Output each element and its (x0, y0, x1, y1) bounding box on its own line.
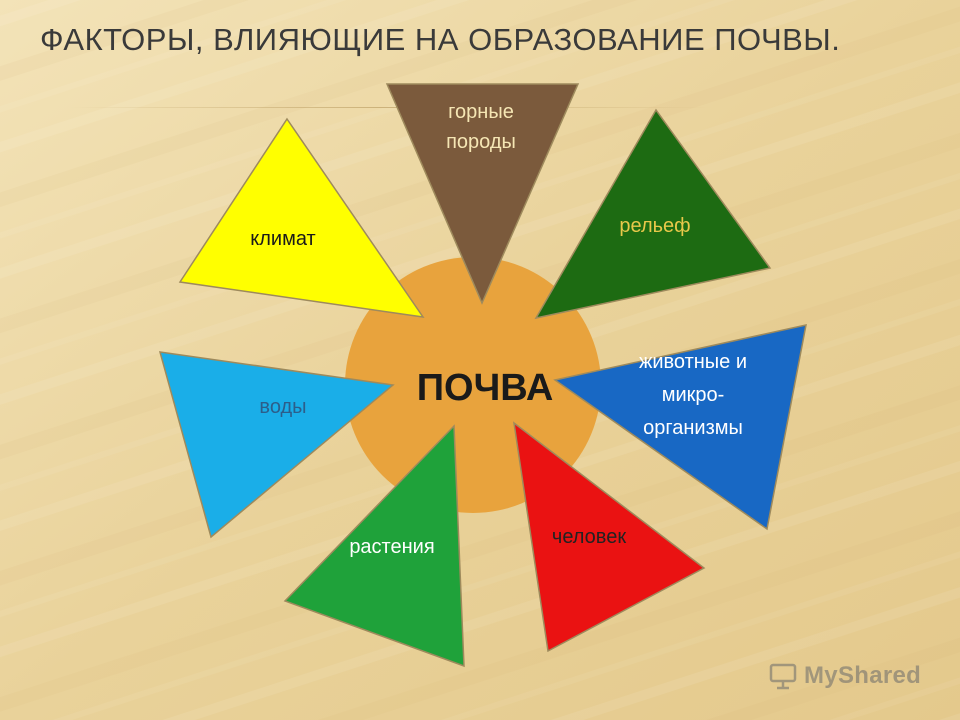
factor-label-relief: рельеф (619, 215, 690, 237)
factor-triangle-animals (553, 324, 807, 531)
factor-triangle-relief (534, 108, 772, 320)
factor-label-animals: животные и (639, 351, 747, 373)
factor-triangle-plants (283, 424, 465, 668)
factor-label-plants: растения (349, 536, 434, 558)
factor-label-human: человек (552, 526, 626, 548)
factor-label-waters: воды (259, 396, 306, 418)
factor-triangle-rocks (385, 83, 580, 305)
factor-triangle-waters (158, 351, 395, 539)
soil-label: ПОЧВА (417, 367, 554, 409)
presentation-board-icon (769, 663, 797, 690)
factor-label-rocks: горные (448, 101, 514, 123)
factor-triangle-human (512, 421, 706, 653)
slide-title: ФАКТОРЫ, ВЛИЯЮЩИЕ НА ОБРАЗОВАНИЕ ПОЧВЫ. (40, 22, 841, 57)
watermark-text: MyShared (804, 662, 922, 689)
factor-label-climate: климат (250, 228, 315, 250)
title-underline (70, 107, 710, 108)
factor-triangle-climate (178, 117, 425, 318)
factor-label-animals: микро- (662, 384, 725, 406)
factor-label-animals: организмы (643, 417, 743, 439)
factor-label-rocks: породы (446, 131, 516, 153)
myshared-watermark: MyShared (768, 656, 921, 696)
